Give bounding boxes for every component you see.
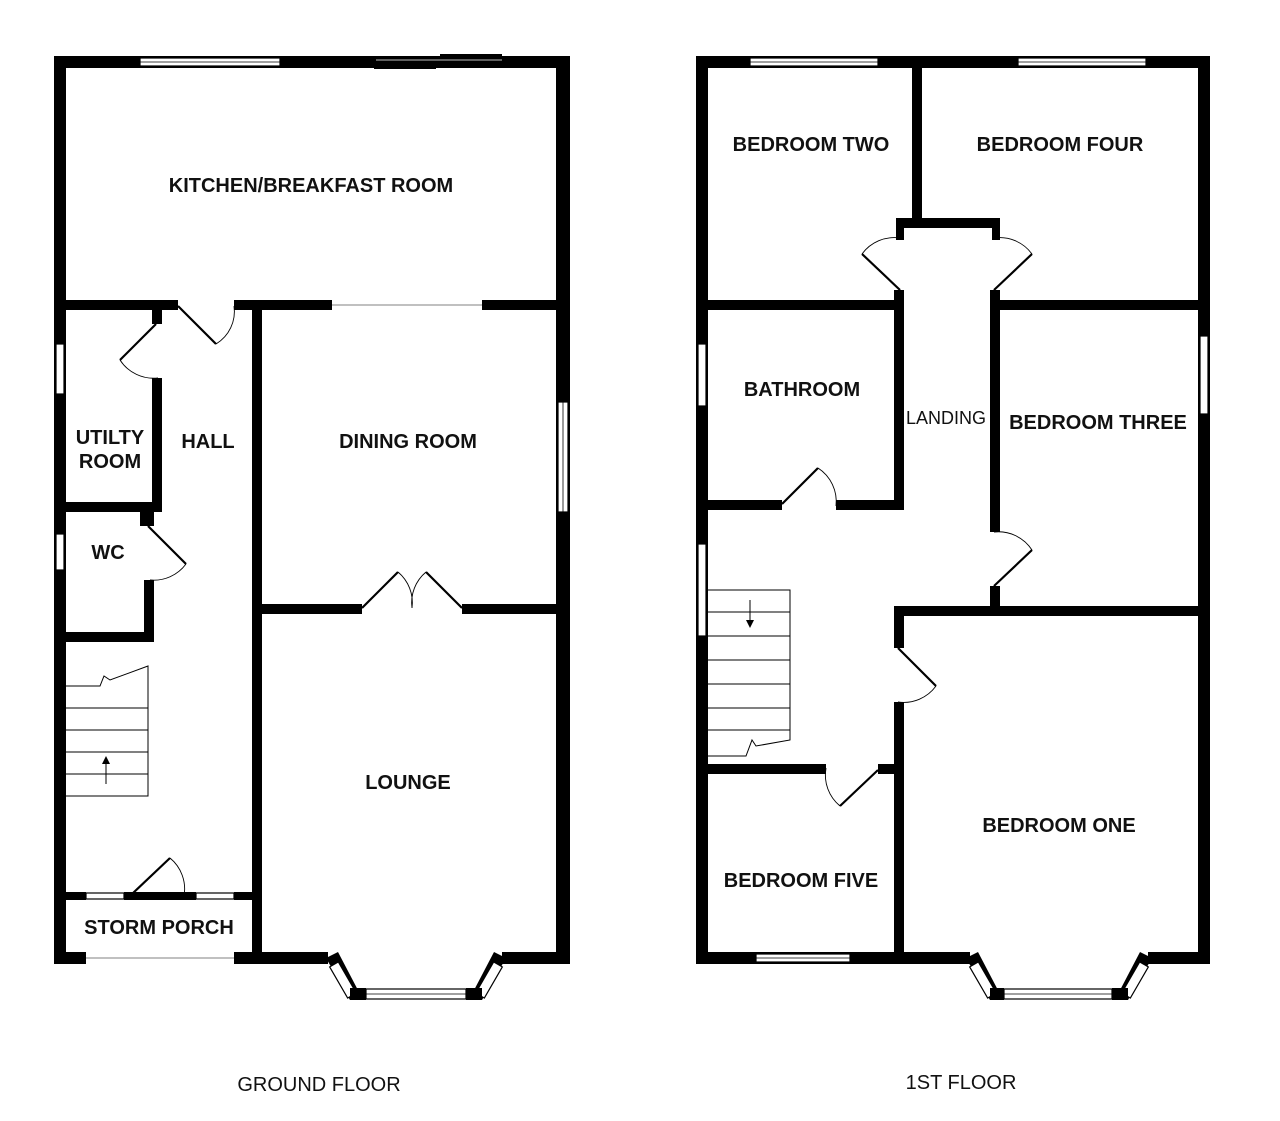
ground-floor-plan: KITCHEN/BREAKFAST ROOM UTILTY ROOM HALL … xyxy=(54,54,570,1096)
bedroom-one-label: BEDROOM ONE xyxy=(982,815,1135,837)
ground-floor-windows xyxy=(55,54,569,959)
first-floor-doors xyxy=(781,237,1033,807)
bedroom-three-label: BEDROOM THREE xyxy=(1009,412,1187,434)
wc-label: WC xyxy=(91,542,124,564)
first-floor-windows xyxy=(697,57,1209,963)
lounge-label: LOUNGE xyxy=(365,772,451,794)
bedroom-two-label: BEDROOM TWO xyxy=(733,134,890,156)
landing-label: LANDING xyxy=(906,408,986,428)
ground-floor-title: GROUND FLOOR xyxy=(237,1074,400,1096)
bedroom-one-bay-window xyxy=(966,952,1152,1000)
lounge-bay-window xyxy=(326,952,506,1000)
bathroom-label: BATHROOM xyxy=(744,379,860,401)
first-floor-plan: BEDROOM TWO BEDROOM FOUR BATHROOM LANDIN… xyxy=(696,56,1210,1094)
hall-label: HALL xyxy=(181,431,234,453)
utility-label-line2: ROOM xyxy=(79,451,141,473)
storm-porch-label: STORM PORCH xyxy=(84,917,234,939)
ground-floor-doors xyxy=(119,305,463,897)
bedroom-four-label: BEDROOM FOUR xyxy=(977,134,1144,156)
kitchen-label: KITCHEN/BREAKFAST ROOM xyxy=(169,175,453,197)
ground-floor-stairs xyxy=(66,665,149,797)
bedroom-five-label: BEDROOM FIVE xyxy=(724,870,878,892)
first-floor-title: 1ST FLOOR xyxy=(906,1072,1017,1094)
first-floor-stairs xyxy=(708,589,791,757)
dining-room-label: DINING ROOM xyxy=(339,431,477,453)
ground-floor-walls xyxy=(54,56,570,964)
utility-label-line1: UTILTY xyxy=(76,427,145,449)
